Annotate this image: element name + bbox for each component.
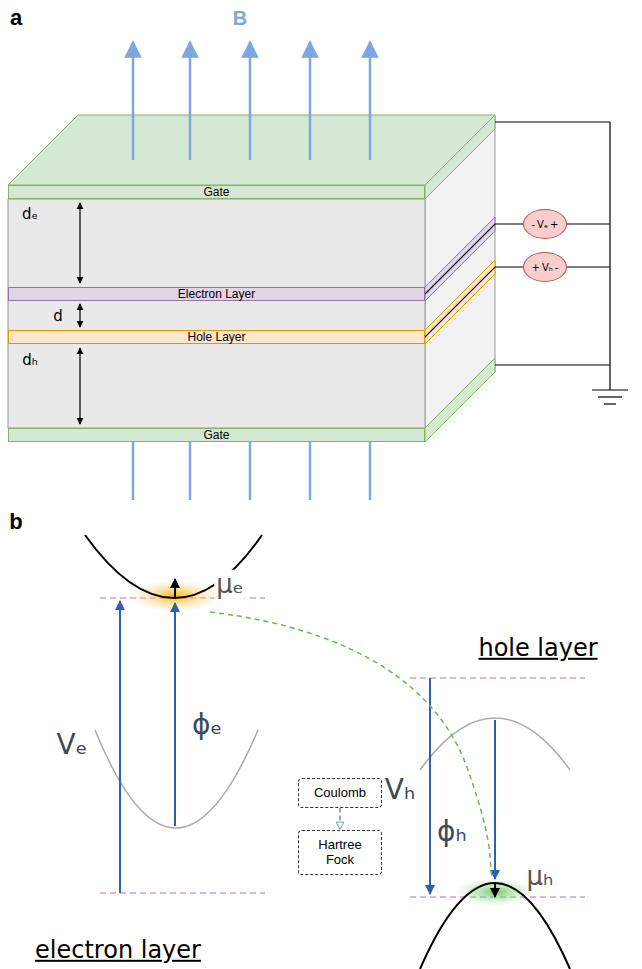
node-text: + [532, 262, 540, 273]
circuit-wires [495, 122, 628, 404]
field-label: B [233, 7, 247, 29]
potential-label: ϕₕ [437, 817, 467, 848]
potential-label: ϕₑ [192, 710, 222, 741]
layer-title: hole layer [478, 635, 597, 661]
node-text: Vₑ [537, 219, 548, 230]
band-diagram [85, 535, 585, 969]
potential-label: Vₑ [57, 730, 88, 761]
panel-letter: a [10, 6, 22, 30]
gate-plate: Gate [8, 428, 425, 442]
node-text: Gate [203, 429, 229, 441]
node-text: + [550, 219, 558, 230]
layer-title: electron layer [35, 937, 201, 963]
hole-layer: Hole Layer [8, 330, 425, 344]
process-box: Hartree Fock [298, 830, 382, 875]
node-text: Electron Layer [178, 288, 255, 300]
chemical-potential-label: μₕ [526, 862, 553, 891]
potential-label: Vₕ [385, 775, 415, 806]
process-box: Coulomb [298, 778, 382, 808]
device-stack [8, 115, 495, 442]
flow-arrow [339, 808, 341, 830]
dimension-label: dₕ [22, 352, 38, 369]
node-text: - [531, 219, 535, 230]
node-text: Hole Layer [187, 331, 245, 343]
chemical-potential-label: μₑ [214, 570, 245, 599]
gate-plate: Gate [8, 185, 425, 199]
voltage-source: -Vₑ+ [523, 209, 567, 239]
wire [425, 224, 523, 294]
node-text: Gate [203, 186, 229, 198]
dimension-label: dₑ [22, 206, 38, 223]
panel-letter: b [9, 510, 22, 534]
electron-layer: Electron Layer [8, 287, 425, 301]
dimension-arrows [79, 203, 80, 424]
wire [425, 267, 523, 337]
node-text: Vₕ [542, 262, 553, 273]
node-text: Hartree Fock [303, 837, 377, 868]
node-text: - [555, 262, 559, 273]
dimension-label: d [53, 308, 63, 325]
voltage-source: +Vₕ- [523, 252, 567, 282]
node-text: Coulomb [314, 785, 366, 801]
